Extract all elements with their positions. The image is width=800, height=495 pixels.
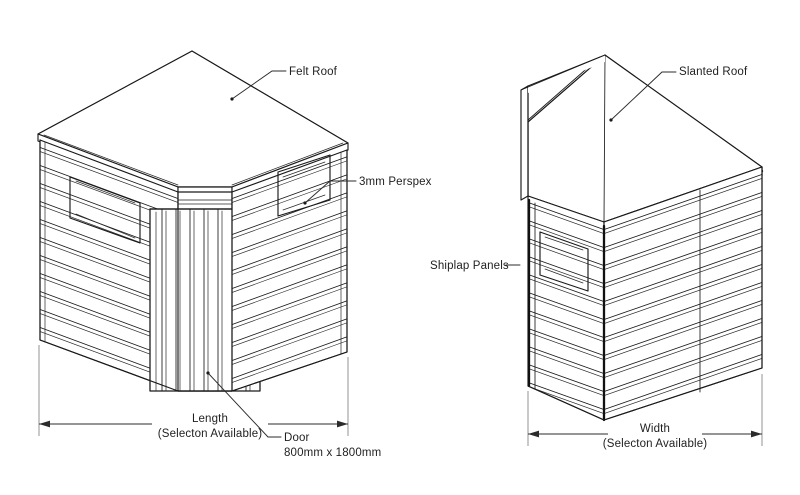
- callout-door-size-label: 800mm x 1800mm: [284, 447, 381, 459]
- right-shed-base-left: [527, 385, 605, 421]
- slanted-roof-anchor-dot: [609, 118, 613, 122]
- left-shed-assembly: [37, 50, 349, 392]
- perspex-leader: [304, 180, 357, 204]
- perspex-window-right-shed: [539, 231, 589, 292]
- shiplap-lines-right-wall: [232, 154, 347, 385]
- width-label-line1: Width: [640, 423, 670, 435]
- callout-felt-roof-label: Felt Roof: [289, 66, 338, 78]
- right-shed-base-right: [603, 367, 763, 421]
- length-arrow-right: [337, 420, 348, 428]
- right-shed-assembly: [520, 54, 764, 422]
- left-view-callouts: Felt Roof 3mm Perspex Door 800mm x 1800m…: [206, 66, 432, 459]
- left-shed-wall-right: [231, 149, 348, 392]
- callout-slanted-roof-label: Slanted Roof: [679, 66, 748, 78]
- left-shed-base-left: [39, 339, 179, 392]
- slanted-roof-leader: [610, 71, 677, 121]
- right-view-callouts: Slanted Roof Shiplap Panels: [430, 66, 748, 272]
- left-shed-base-right: [231, 351, 348, 392]
- felt-roof-anchor-dot: [230, 97, 234, 101]
- door-anchor-dot: [206, 371, 210, 375]
- width-dimension: Width (Selecton Available): [527, 374, 763, 450]
- callout-door-label: Door: [284, 432, 310, 444]
- length-dimension: Length (Selecton Available): [38, 345, 349, 440]
- right-shed-wall-right: [603, 166, 763, 421]
- perspex-window-left: [69, 176, 141, 244]
- shiplap-lines-right-shed-right-wall: [604, 172, 762, 416]
- right-shed-wall-left: [527, 195, 605, 421]
- length-label-line1: Length: [192, 413, 228, 425]
- callout-perspex-label: 3mm Perspex: [359, 176, 432, 188]
- width-arrow-left: [528, 430, 539, 438]
- door-leader: [207, 372, 282, 438]
- perspex-anchor-dot: [303, 201, 307, 205]
- callout-shiplap-label: Shiplap Panels: [430, 260, 509, 272]
- width-label-line2: (Selecton Available): [603, 438, 707, 450]
- length-arrow-left: [39, 420, 50, 428]
- shiplap-lines-right-shed-left-wall: [528, 200, 604, 416]
- felt-roof-leader: [231, 70, 287, 100]
- left-shed-wall-left: [39, 139, 179, 392]
- length-label-line2: (Selecton Available): [158, 428, 262, 440]
- width-arrow-right: [751, 430, 762, 438]
